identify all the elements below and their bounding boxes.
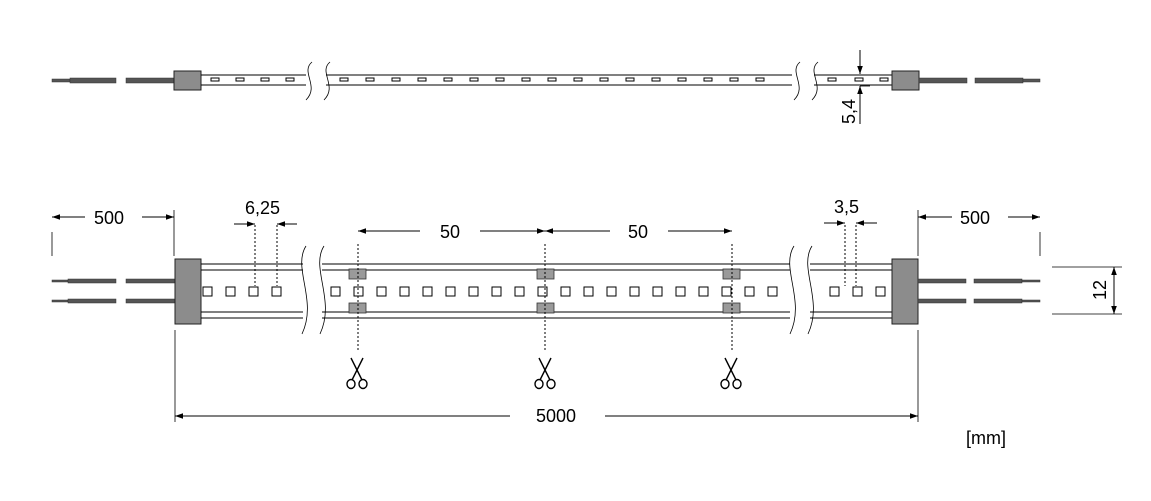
dim-led-size-label: 3,5 (834, 197, 859, 217)
dim-lead-right-label: 500 (960, 208, 990, 228)
cut-point-3 (722, 244, 741, 350)
unit-label: [mm] (966, 428, 1006, 448)
side-led-row-2 (339, 77, 765, 82)
side-right-end-cap (891, 70, 920, 91)
scissors-icon (346, 357, 368, 390)
side-break-right (793, 61, 819, 101)
side-right-lead-2 (974, 77, 1024, 84)
side-break-left (305, 61, 331, 101)
dim-led-size: 3,5 (824, 197, 877, 286)
dim-lead-left: 500 (51, 208, 175, 256)
side-view: 5,4 (51, 50, 1041, 124)
dim-led-pitch: 6,25 (234, 198, 297, 286)
side-left-lead (69, 77, 117, 84)
scissors-icon (534, 357, 556, 390)
dim-cut-interval-1: 50 (358, 222, 545, 242)
side-right-lead (918, 77, 968, 84)
dim-total-length-label: 5000 (536, 406, 576, 426)
cut-point-2 (536, 244, 555, 350)
side-left-lead-tip (51, 78, 71, 83)
side-left-lead-2 (125, 77, 175, 84)
side-left-end-cap (173, 70, 202, 91)
dim-strip-width-label: 12 (1090, 280, 1110, 300)
cut-point-1 (348, 244, 367, 350)
side-height-dimension: 5,4 (839, 50, 870, 124)
side-led-row-1 (210, 77, 295, 82)
scissors-icon (720, 357, 742, 390)
dim-cut-interval-1-label: 50 (440, 222, 460, 242)
side-height-label: 5,4 (839, 99, 859, 124)
dim-cut-interval-2: 50 (545, 222, 732, 242)
dim-led-pitch-label: 6,25 (245, 198, 280, 218)
top-view (51, 244, 1041, 390)
dim-lead-right: 500 (917, 208, 1041, 256)
side-led-row-3 (827, 77, 889, 82)
top-break-right (789, 245, 814, 335)
dim-total-length: 5000 (174, 330, 919, 426)
dim-lead-left-label: 500 (94, 208, 124, 228)
top-right-end-cap (891, 258, 919, 325)
top-led-row (202, 286, 886, 297)
dim-strip-width: 12 (1052, 266, 1122, 315)
top-left-end-cap (174, 258, 202, 325)
dim-cut-interval-2-label: 50 (628, 222, 648, 242)
side-right-lead-tip (1022, 78, 1041, 83)
top-break-left (301, 245, 326, 335)
